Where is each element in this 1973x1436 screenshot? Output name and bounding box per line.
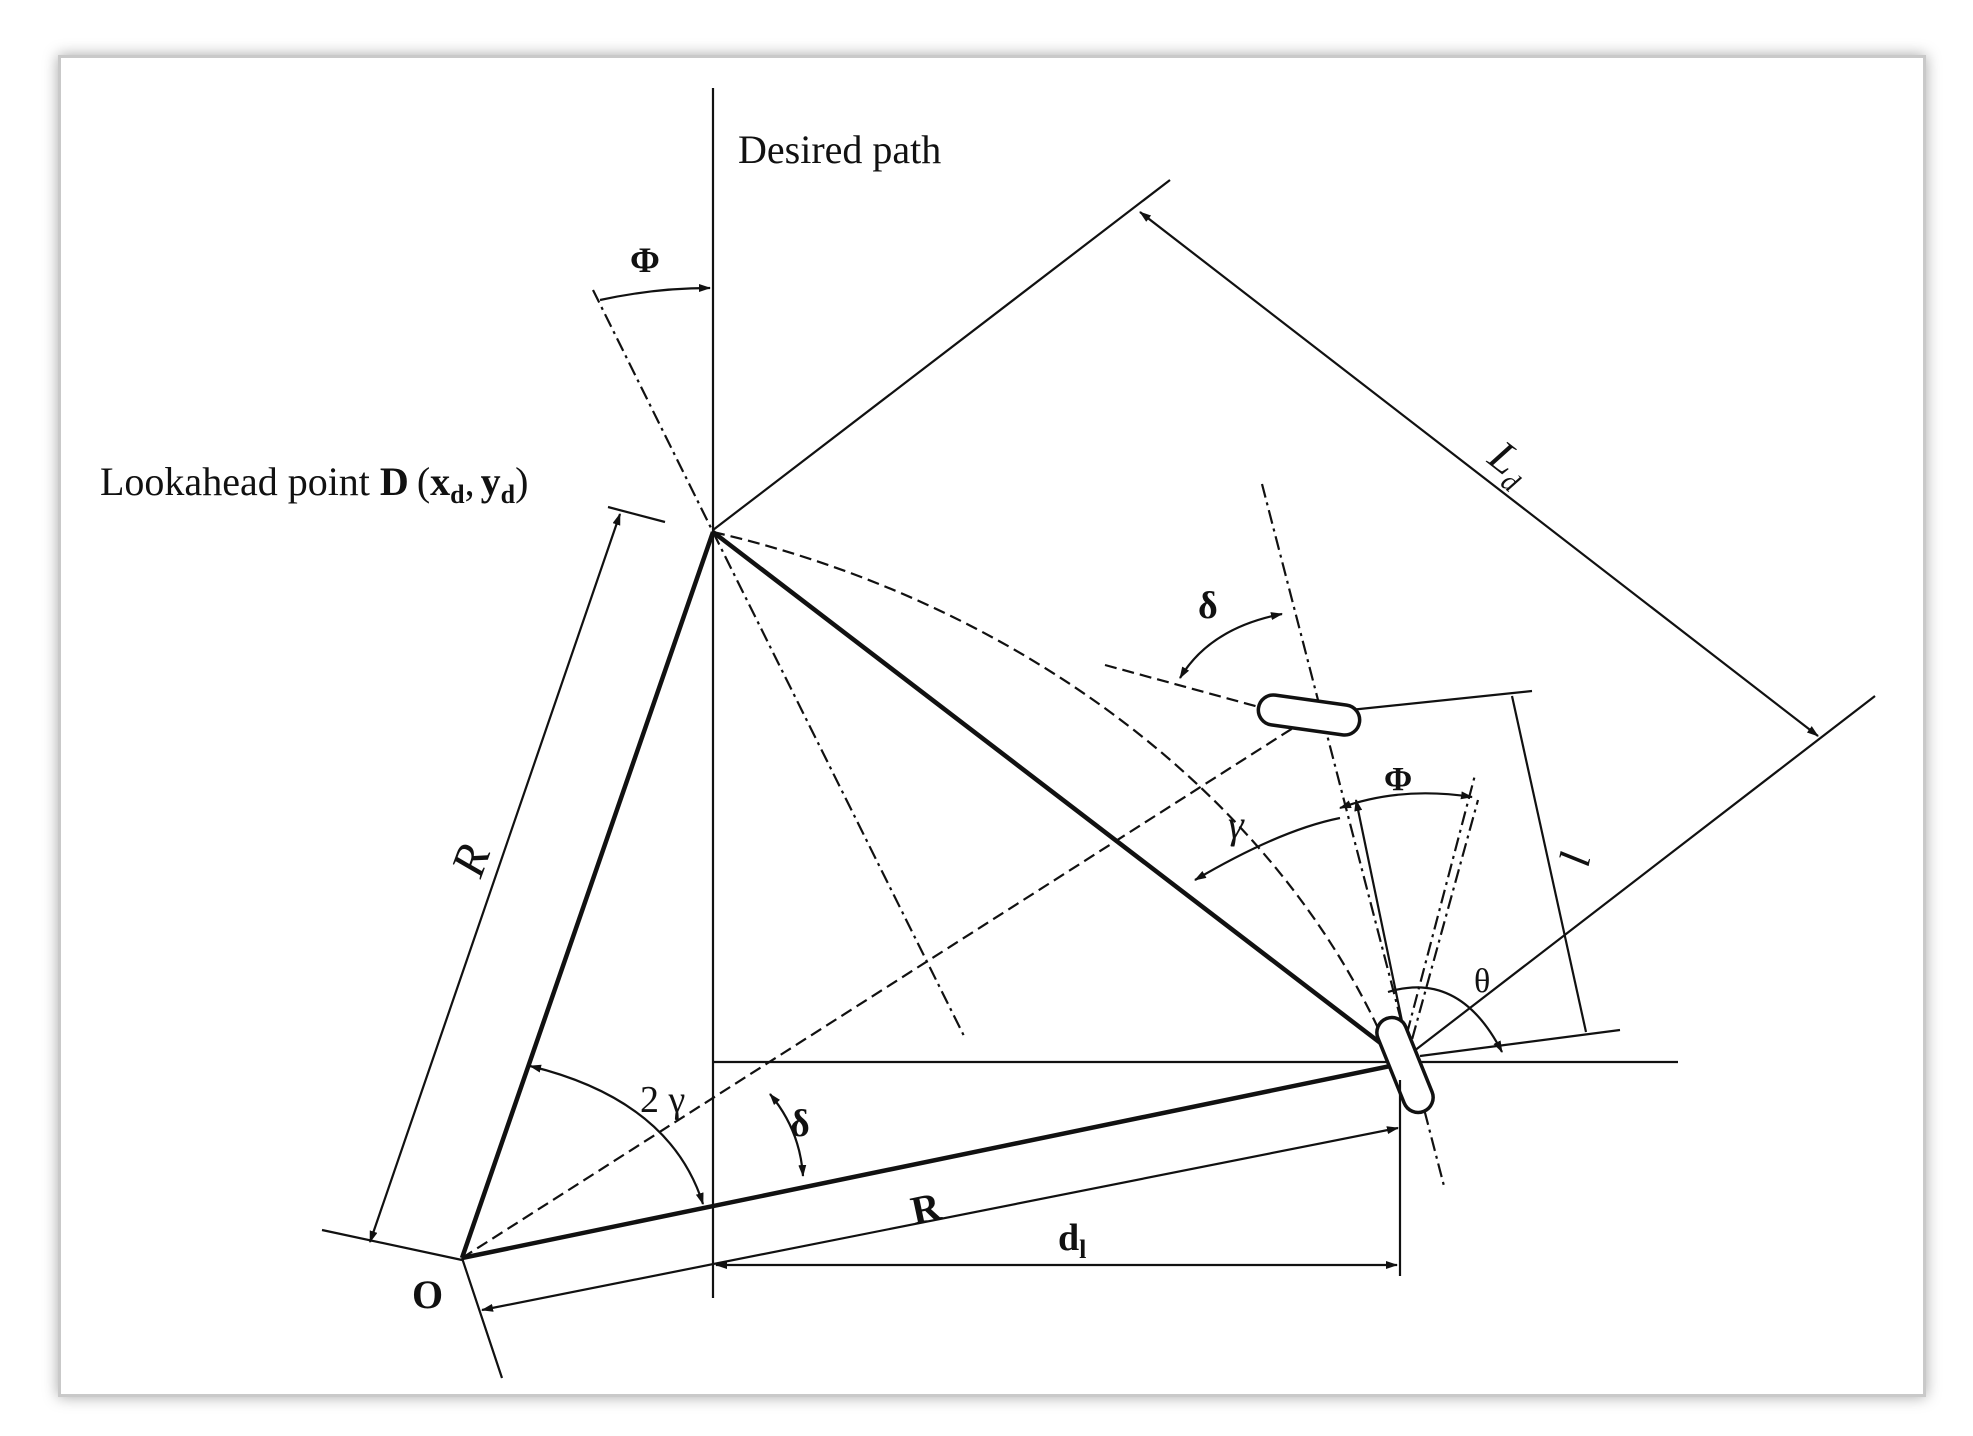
gamma-angle-arc xyxy=(1194,816,1341,881)
desired-path-label: Desired path xyxy=(738,127,941,172)
trajectory-arc xyxy=(712,530,1390,1051)
l-extension-line-bottom xyxy=(1419,1028,1621,1058)
heading-arrow-line xyxy=(1354,799,1410,1051)
origin-label: O xyxy=(412,1272,443,1317)
ld-extension-line-top xyxy=(712,179,1171,531)
r-bottom-label: R xyxy=(907,1183,946,1233)
tilted-axis-dashed xyxy=(592,289,714,533)
phi-wheel-angle-arc xyxy=(1339,791,1473,810)
phi-top-label: Φ xyxy=(630,240,660,280)
r-left-label: R xyxy=(441,838,501,885)
delta-bottom-label: δ xyxy=(790,1103,810,1145)
phi-wheel-label: Φ xyxy=(1384,761,1412,798)
gamma-label: γ xyxy=(1228,802,1245,847)
theta-direction-dashed xyxy=(1398,774,1477,1061)
theta-angle-arc xyxy=(1387,986,1503,1053)
lookahead-point-label: Lookahead point D(xd,yd) xyxy=(100,459,528,509)
ld-label: Ld xyxy=(1475,430,1541,499)
l-side-label: l xyxy=(1550,848,1600,870)
theta-label: θ xyxy=(1474,963,1490,1000)
o-lower-extension xyxy=(460,1257,504,1379)
rear-wheel xyxy=(1375,1015,1435,1115)
phi-wheel-dashed xyxy=(1403,799,1480,1066)
bisector-dashed xyxy=(712,531,965,1037)
front-wheel xyxy=(1256,693,1362,737)
o-to-front-wheel-dashed xyxy=(461,720,1305,1259)
delta-top-angle-arc xyxy=(1179,612,1283,679)
r-extension-line-bottom xyxy=(321,1228,463,1262)
lookahead-line-d-to-vehicle xyxy=(711,530,1402,1060)
l-dimension-line xyxy=(1510,695,1588,1033)
r-left-dimension-line xyxy=(368,513,622,1243)
two-gamma-label: 2 γ xyxy=(640,1079,685,1121)
dl-label: dl xyxy=(1058,1217,1086,1264)
r-extension-line-top xyxy=(607,505,666,524)
r-bottom-dimension-line xyxy=(481,1126,1399,1312)
delta-top-label: δ xyxy=(1198,585,1218,627)
ld-dimension-line xyxy=(1139,211,1819,737)
front-wheel-to-arc-dashed xyxy=(1104,663,1271,712)
l-extension-line-top xyxy=(1349,689,1533,712)
ld-extension-line-bottom xyxy=(1404,695,1876,1059)
phi-top-angle-arc xyxy=(599,284,711,302)
